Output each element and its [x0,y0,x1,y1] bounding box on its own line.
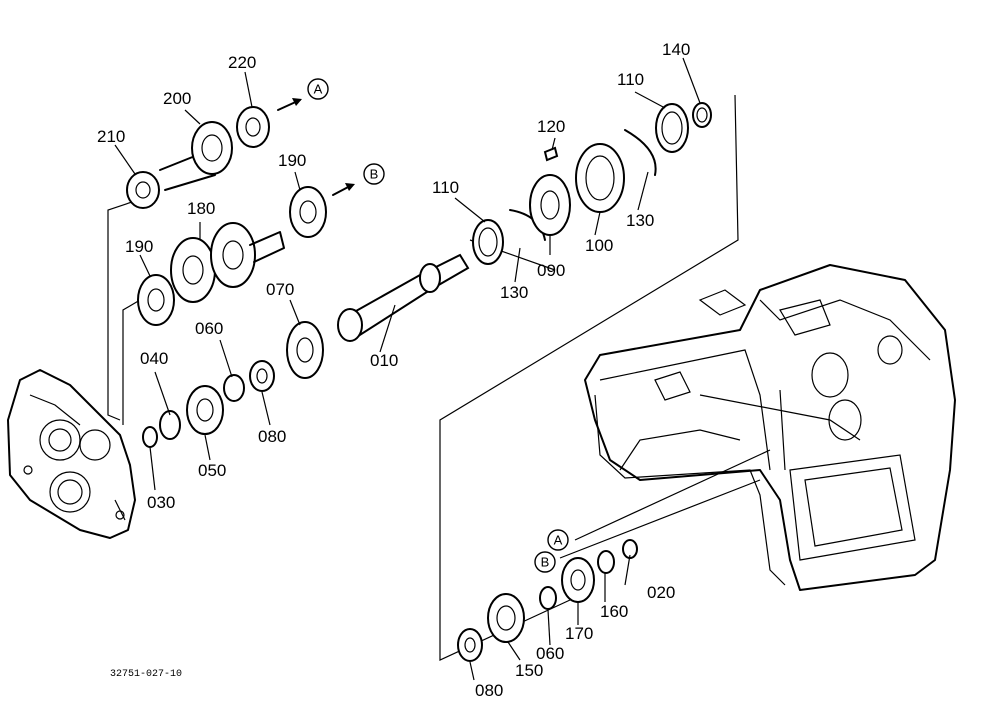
callout-120: 120 [537,117,565,136]
callout-020: 020 [647,583,675,602]
transmission-housing [584,264,956,591]
callout-060-lower: 060 [536,644,564,663]
output-shaft-assembly [457,539,638,662]
reference-markers: A B A B [307,78,569,573]
ref-a-lower: A [554,533,563,548]
callout-220: 220 [228,53,256,72]
callout-010: 010 [370,351,398,370]
callout-130-lower: 130 [500,283,528,302]
callout-190-lower: 190 [125,237,153,256]
callout-080-upper: 080 [258,427,286,446]
callout-150: 150 [515,661,543,680]
callout-130-upper: 130 [626,211,654,230]
callout-200: 200 [163,89,191,108]
callout-100: 100 [585,236,613,255]
callout-210: 210 [97,127,125,146]
callout-190-upper: 190 [278,151,306,170]
callout-040: 040 [140,349,168,368]
callout-180: 180 [187,199,215,218]
callout-leaders [114,57,701,681]
ref-b-lower: B [541,555,550,570]
callout-090: 090 [537,261,565,280]
ref-a-upper: A [314,82,323,97]
ref-b-upper: B [370,167,379,182]
callout-030: 030 [147,493,175,512]
callout-110-lower: 110 [432,178,459,197]
drawing-code: 32751-027-10 [110,669,182,680]
callout-050: 050 [198,461,226,480]
end-cover [7,369,136,539]
callout-170: 170 [565,624,593,643]
callout-110-upper: 110 [617,70,644,89]
counter-shaft-assembly [137,183,355,326]
callout-070: 070 [266,280,294,299]
callout-060-upper: 060 [195,319,223,338]
upper-shaft-assembly [126,98,302,209]
callout-160: 160 [600,602,628,621]
callout-080-lower: 080 [475,681,503,700]
callout-140: 140 [662,40,690,59]
main-shaft-assembly [142,253,470,448]
part-callouts: 010 020 030 040 050 060 060 070 080 080 … [97,40,690,700]
